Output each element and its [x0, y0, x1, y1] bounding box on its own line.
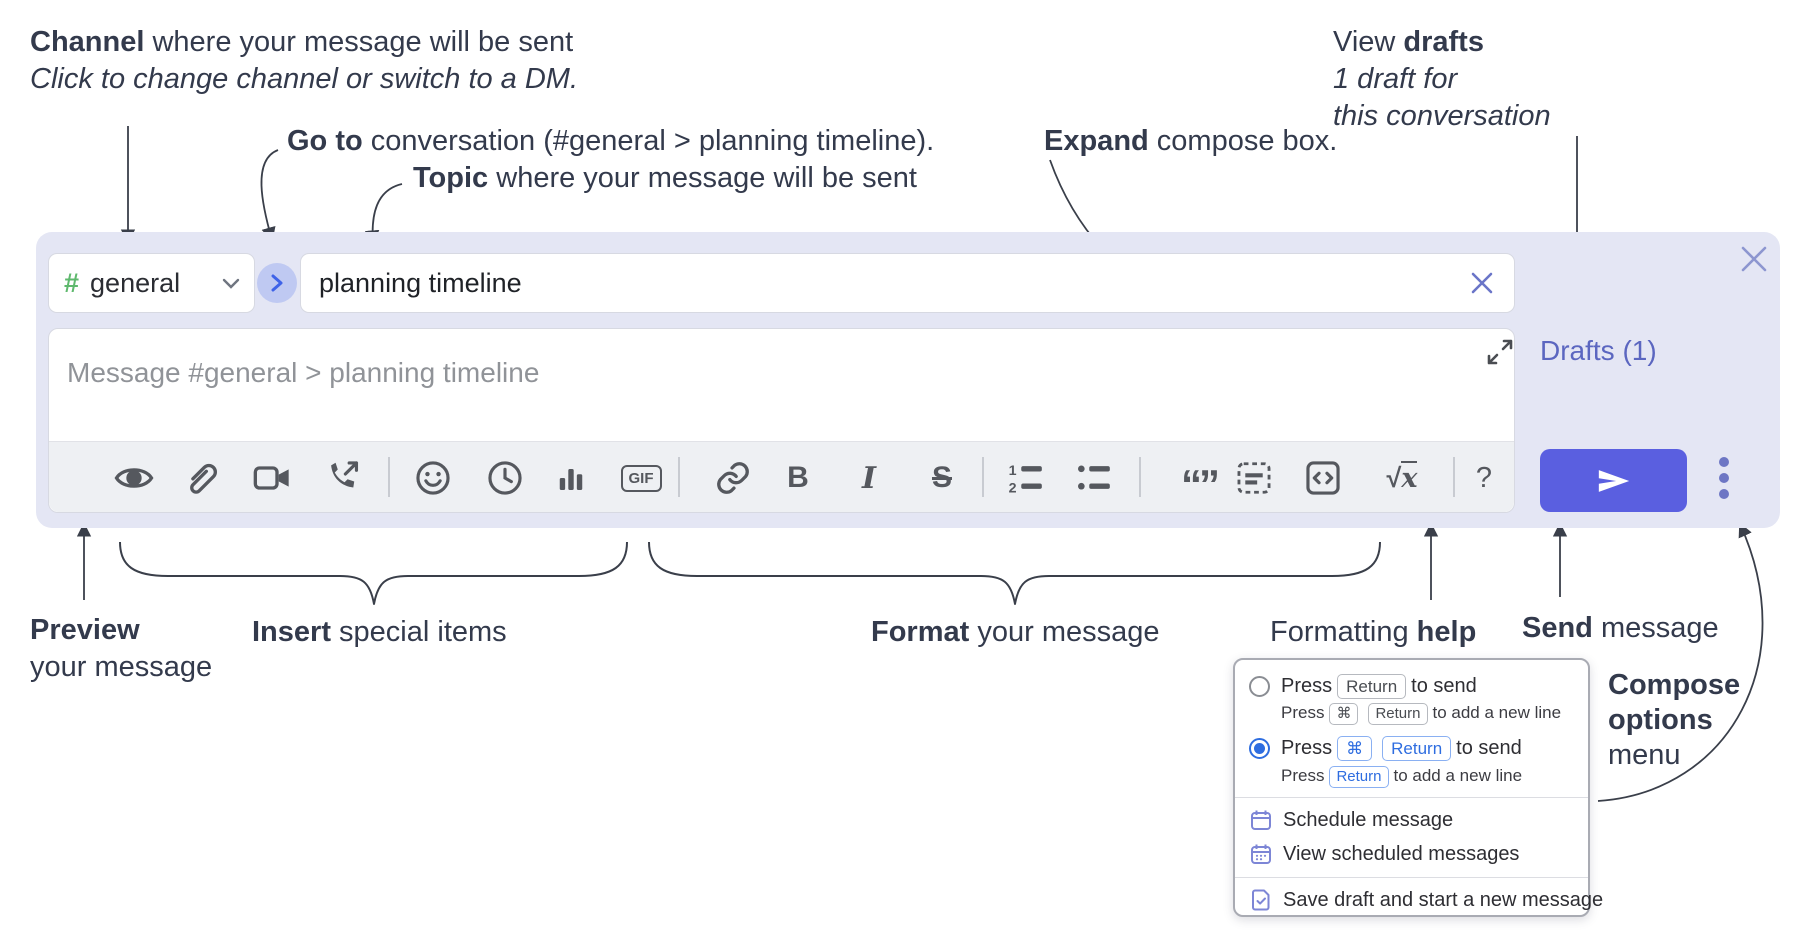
annotation-expand: Expand compose box.: [1044, 125, 1338, 157]
close-icon[interactable]: [1737, 242, 1771, 276]
spoiler-icon[interactable]: [1232, 456, 1276, 500]
brace-insert: [119, 541, 628, 605]
send-button[interactable]: [1540, 449, 1687, 512]
connector-goto: [260, 149, 279, 242]
math-icon[interactable]: √x: [1386, 460, 1418, 494]
drafts-link[interactable]: Drafts (1): [1540, 335, 1657, 366]
channel-name: general: [90, 267, 181, 298]
numbered-list-icon[interactable]: 1 2: [1004, 456, 1048, 500]
voice-call-icon[interactable]: [321, 456, 365, 500]
time-icon[interactable]: [483, 456, 527, 500]
formatting-help-icon[interactable]: ?: [1475, 461, 1493, 494]
toolbar-divider: [678, 457, 680, 497]
italic-icon[interactable]: I: [861, 460, 877, 496]
menu-item-save-draft[interactable]: Save draft and start a new message: [1235, 884, 1603, 916]
annotation-format: Format your message: [871, 616, 1160, 648]
popup-divider: [1235, 877, 1588, 878]
gif-icon[interactable]: GIF: [619, 456, 663, 500]
svg-text:2: 2: [1009, 480, 1017, 496]
preview-icon[interactable]: [112, 456, 156, 500]
emoji-icon[interactable]: [411, 456, 455, 500]
annotation-insert: Insert special items: [252, 616, 507, 648]
chevron-down-icon: [222, 278, 240, 289]
chevron-right-icon: [271, 274, 283, 292]
radio-checked-icon[interactable]: [1249, 737, 1270, 759]
bulleted-list-icon[interactable]: [1072, 456, 1116, 500]
topic-input[interactable]: planning timeline: [300, 253, 1515, 313]
annotation-formatting-help: Formatting help: [1270, 616, 1477, 648]
toolbar-divider: [1139, 457, 1141, 497]
toolbar-divider: [982, 457, 984, 497]
expand-compose-icon[interactable]: [1486, 338, 1514, 366]
annotation-compose-options: Compose options menu: [1608, 669, 1741, 771]
poll-icon[interactable]: [549, 456, 593, 500]
popup-divider: [1235, 797, 1588, 798]
send-icon: [1598, 469, 1629, 492]
compose-toolbar: GIF B I S: [49, 441, 1514, 512]
radio-unchecked-icon[interactable]: [1249, 675, 1270, 697]
annotation-view-drafts: View drafts 1 draft for this conversatio…: [1333, 26, 1551, 132]
quote-icon[interactable]: “”: [1181, 461, 1220, 508]
channel-selector[interactable]: # general: [48, 253, 255, 313]
draft-document-icon: [1249, 888, 1273, 912]
bold-icon[interactable]: B: [787, 461, 809, 494]
message-placeholder: Message #general > planning timeline: [67, 357, 540, 388]
video-call-icon[interactable]: [250, 456, 294, 500]
brace-format: [648, 541, 1381, 605]
menu-item-schedule-message[interactable]: Schedule message: [1235, 804, 1588, 836]
toolbar-divider: [1453, 457, 1455, 497]
svg-text:1: 1: [1009, 463, 1017, 479]
topic-value: planning timeline: [319, 267, 522, 298]
annotation-channel: Channel where your message will be sent …: [30, 26, 579, 95]
annotation-goto: Go to conversation (#general > planning …: [287, 125, 935, 157]
message-box[interactable]: Message #general > planning timeline: [48, 328, 1515, 513]
annotation-send: Send message: [1522, 612, 1719, 644]
paperclip-icon[interactable]: [178, 456, 222, 500]
calendar-icon: [1249, 808, 1273, 832]
calendar-list-icon: [1249, 842, 1273, 866]
topic-clear-icon[interactable]: [1468, 269, 1496, 297]
goto-conversation-button[interactable]: [257, 263, 297, 303]
strikethrough-icon[interactable]: S: [931, 461, 952, 494]
compose-box: # general planning timeline Drafts (1) M…: [36, 232, 1780, 528]
annotation-preview: Preview your message: [30, 614, 213, 683]
compose-options-menu-button[interactable]: [1712, 457, 1736, 505]
channel-hash-icon: #: [64, 267, 80, 298]
menu-item-view-scheduled[interactable]: View scheduled messages: [1235, 838, 1588, 870]
code-icon[interactable]: [1301, 456, 1345, 500]
toolbar-divider: [388, 457, 390, 497]
link-icon[interactable]: [711, 456, 755, 500]
annotation-topic: Topic where your message will be sent: [413, 162, 917, 194]
